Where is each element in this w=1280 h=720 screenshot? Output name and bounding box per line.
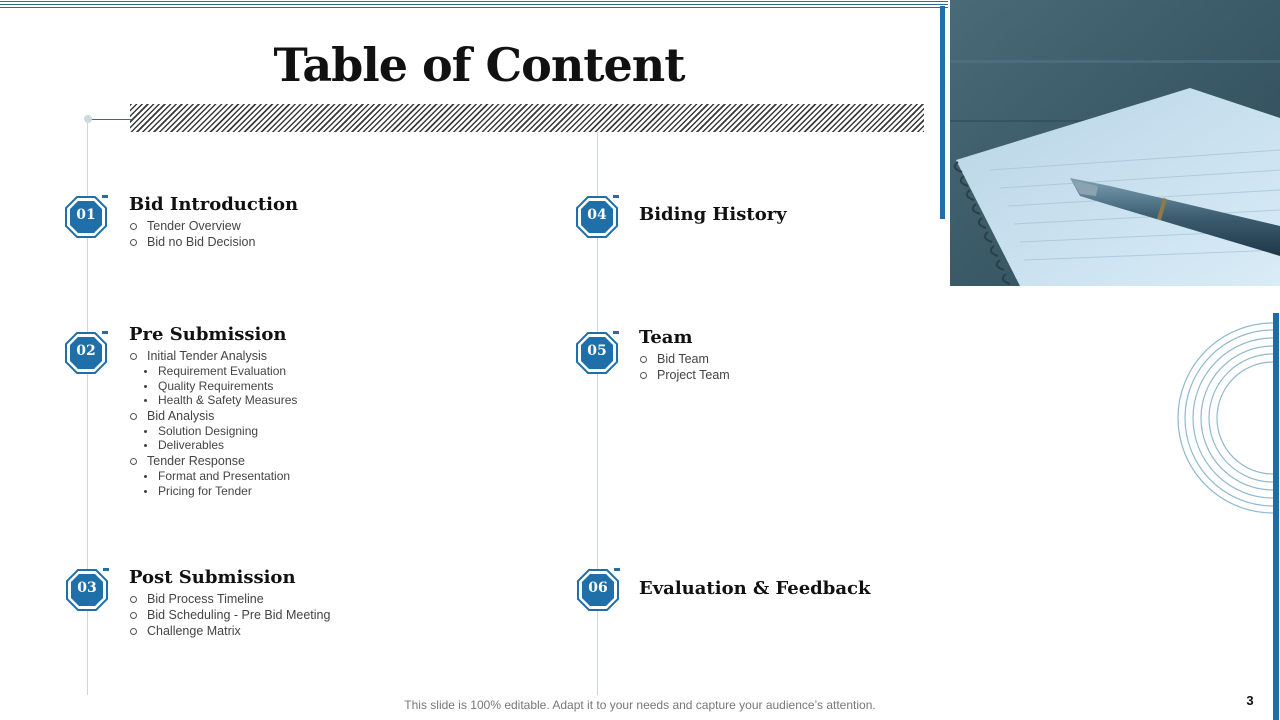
list-item: Tender Overview bbox=[129, 218, 255, 234]
top-border-lines bbox=[0, 0, 948, 10]
section-items: Bid Team Project Team bbox=[639, 351, 730, 383]
section-number: 02 bbox=[76, 343, 96, 359]
section-title: Pre Submission bbox=[129, 324, 287, 345]
section-items: Initial Tender Analysis Requirement Eval… bbox=[129, 348, 297, 498]
slide-title: Table of Content bbox=[273, 38, 686, 92]
list-subitem: Pricing for Tender bbox=[129, 484, 297, 499]
list-item: Bid no Bid Decision bbox=[129, 234, 255, 250]
concentric-circles-decoration bbox=[1170, 313, 1280, 523]
connector-line bbox=[88, 119, 132, 120]
section-number: 01 bbox=[76, 207, 96, 223]
list-subitem: Format and Presentation bbox=[129, 469, 297, 484]
timeline-line-left bbox=[87, 123, 88, 695]
section-title: Post Submission bbox=[129, 567, 296, 588]
section-items: Bid Process Timeline Bid Scheduling - Pr… bbox=[129, 591, 330, 639]
section-number-badge: 02 bbox=[64, 331, 108, 375]
photo-accent-bar bbox=[940, 6, 945, 219]
section-number: 04 bbox=[587, 207, 607, 223]
list-item: Challenge Matrix bbox=[129, 623, 330, 639]
list-item: Bid Team bbox=[639, 351, 730, 367]
section-title: Bid Introduction bbox=[129, 194, 299, 215]
notebook-pen-photo bbox=[950, 0, 1280, 286]
right-accent-bar bbox=[1273, 313, 1279, 720]
list-item: Project Team bbox=[639, 367, 730, 383]
list-item: Bid Scheduling - Pre Bid Meeting bbox=[129, 607, 330, 623]
list-item: Initial Tender Analysis bbox=[129, 348, 297, 364]
section-number-badge: 06 bbox=[576, 568, 620, 612]
section-number-badge: 03 bbox=[65, 568, 109, 612]
list-subitem: Requirement Evaluation bbox=[129, 364, 297, 379]
hatched-title-bar bbox=[130, 104, 924, 132]
section-title: Team bbox=[639, 327, 693, 348]
list-subitem: Health & Safety Measures bbox=[129, 393, 297, 408]
footer-note: This slide is 100% editable. Adapt it to… bbox=[404, 698, 876, 712]
list-subitem: Quality Requirements bbox=[129, 379, 297, 394]
list-item: Bid Process Timeline bbox=[129, 591, 330, 607]
section-number-badge: 04 bbox=[575, 195, 619, 239]
page-number: 3 bbox=[1246, 693, 1254, 708]
section-number-badge: 01 bbox=[64, 195, 108, 239]
section-number: 05 bbox=[587, 343, 607, 359]
connector-dot bbox=[84, 115, 92, 123]
list-subitem: Solution Designing bbox=[129, 424, 297, 439]
list-item: Tender Response bbox=[129, 453, 297, 469]
section-number: 06 bbox=[588, 580, 608, 596]
section-title: Evaluation & Feedback bbox=[639, 578, 871, 599]
section-number-badge: 05 bbox=[575, 331, 619, 375]
timeline-line-right bbox=[597, 132, 598, 695]
list-subitem: Deliverables bbox=[129, 438, 297, 453]
section-number: 03 bbox=[77, 580, 97, 596]
section-items: Tender Overview Bid no Bid Decision bbox=[129, 218, 255, 250]
list-item: Bid Analysis bbox=[129, 408, 297, 424]
section-title: Biding History bbox=[639, 204, 787, 225]
